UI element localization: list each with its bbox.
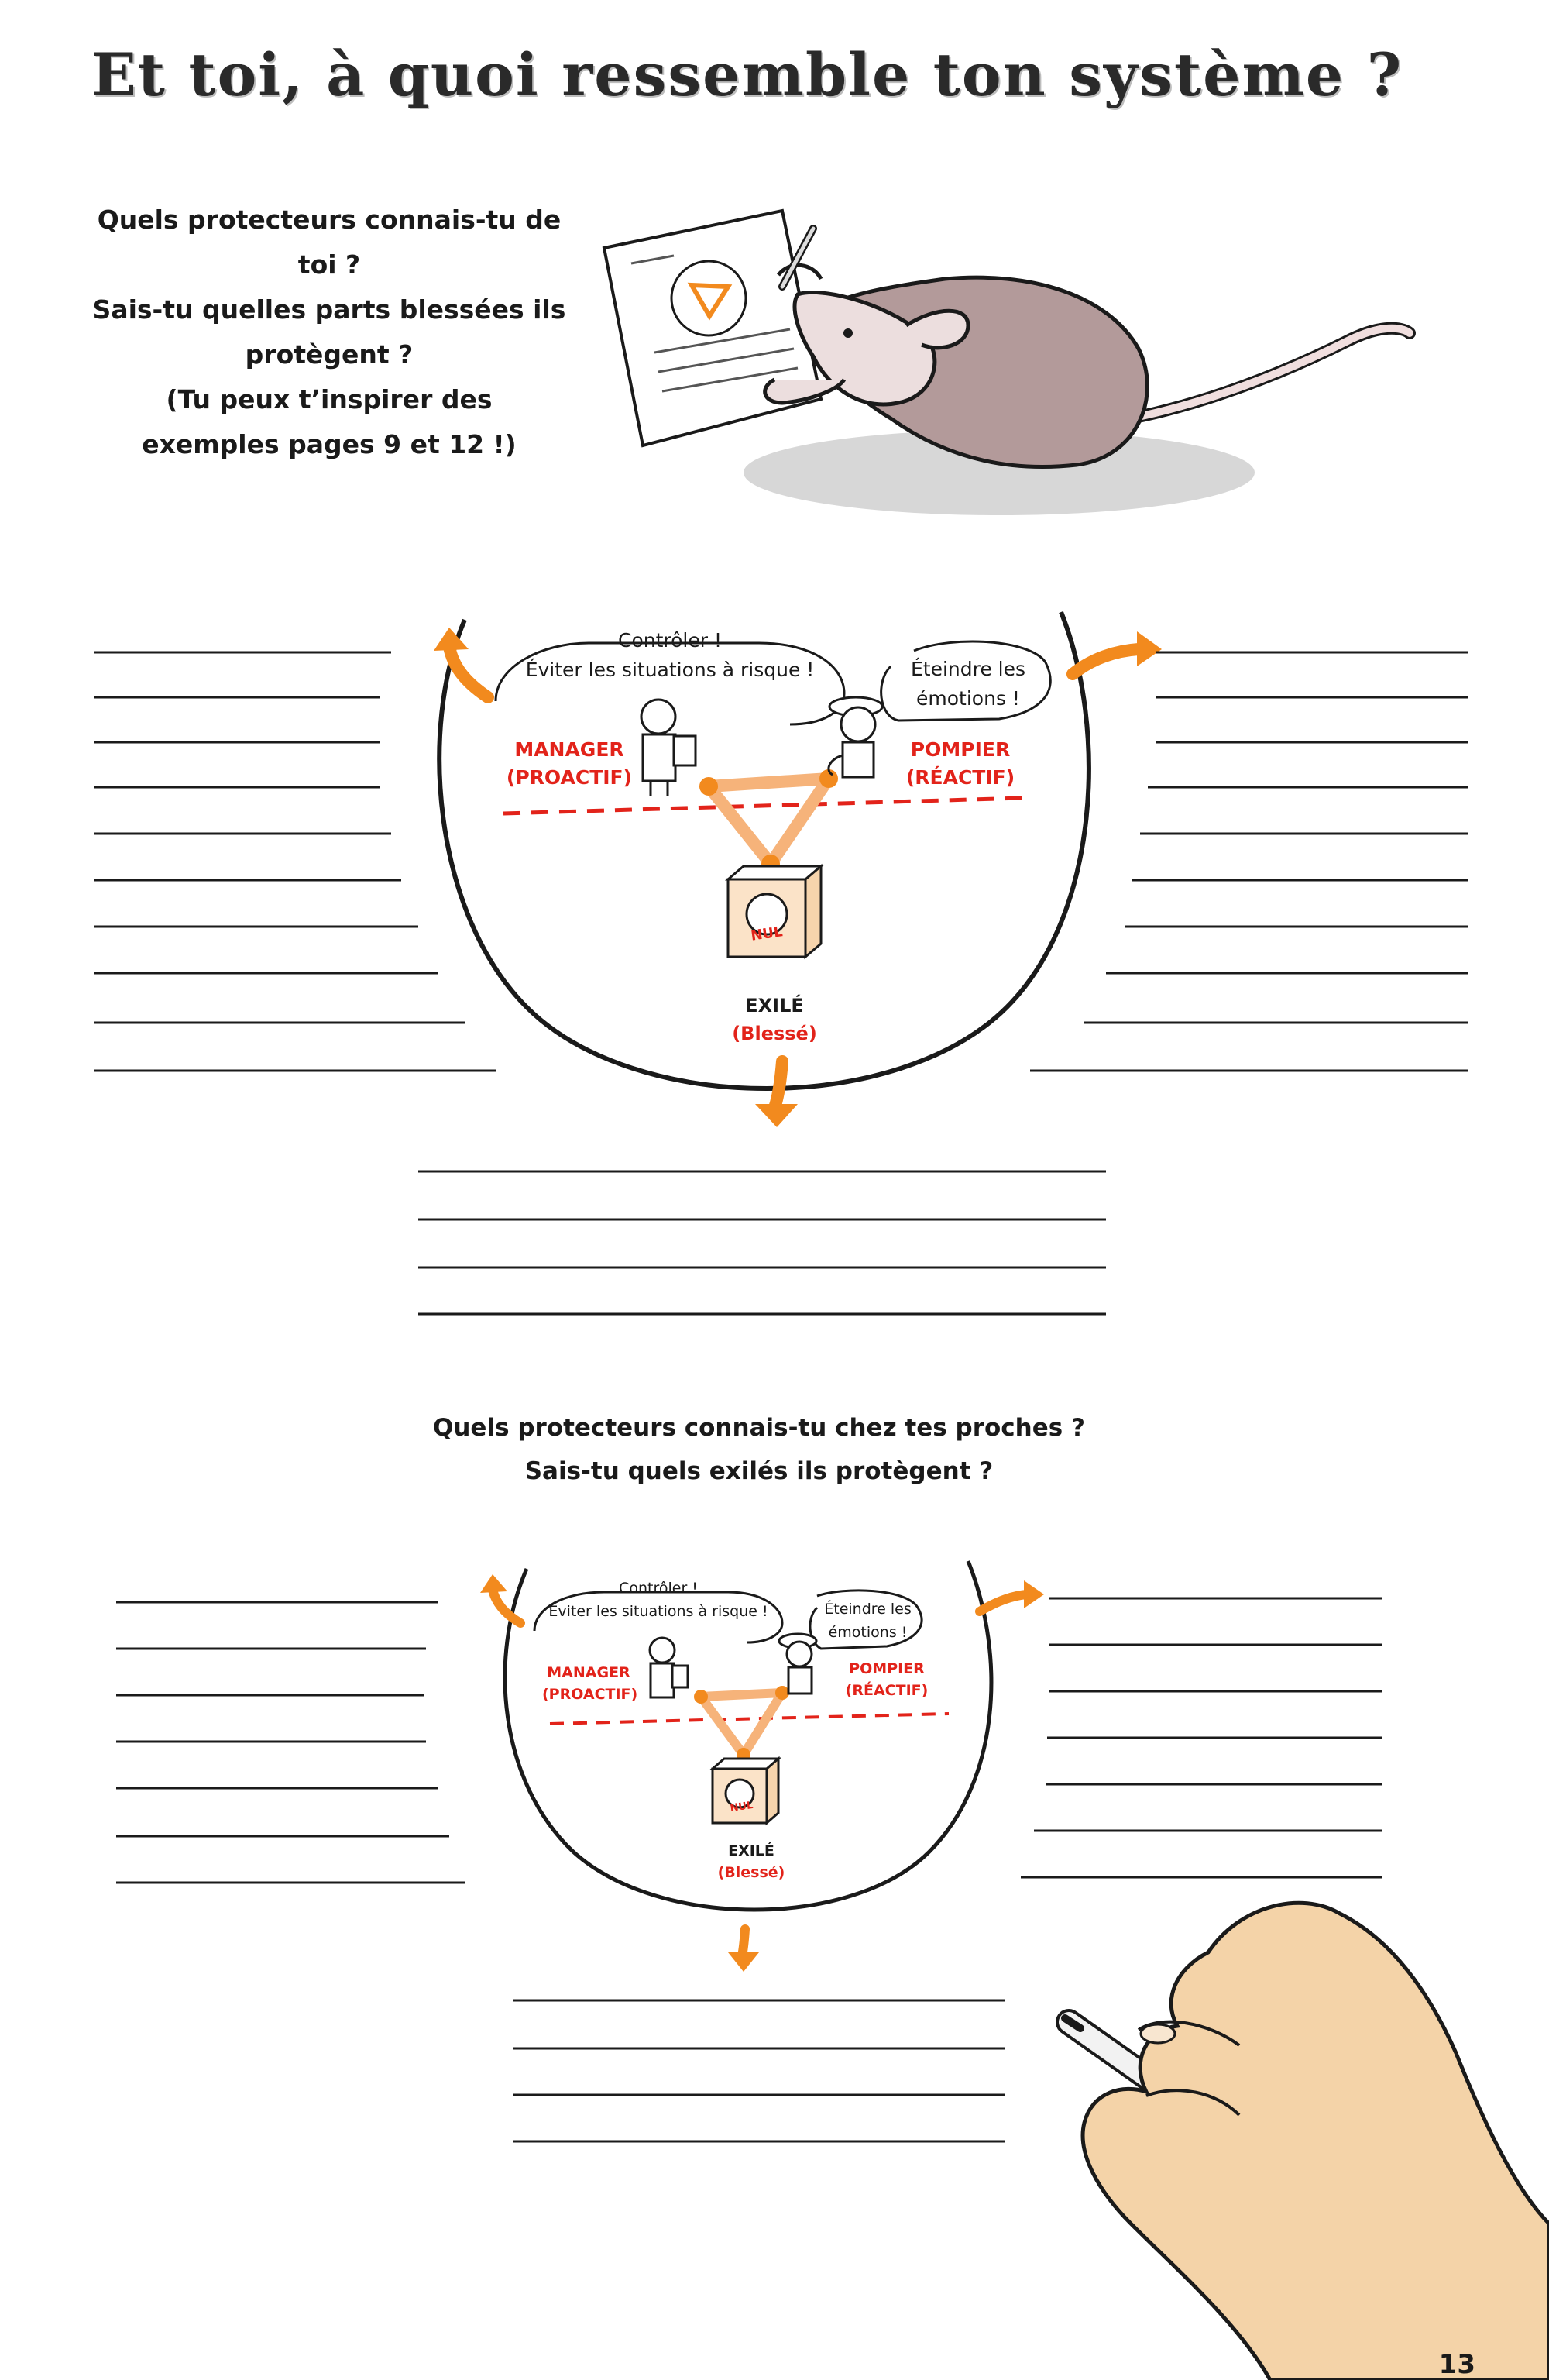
exile-box-label: NUL: [750, 923, 784, 944]
arrow-down-2: [737, 1924, 750, 1961]
writing-lines-bottom-1: [418, 1170, 1106, 1316]
intro-line: Quels protecteurs connais-tu de toi ?: [97, 205, 562, 280]
node-exile-2: [737, 1748, 750, 1762]
pompier-subtitle: (RÉACTIF): [905, 766, 1015, 789]
arrow-right-2: [975, 1590, 1031, 1616]
exile-label-2: EXILÉ (Blessé): [709, 1840, 794, 1883]
bubble-line: émotions !: [828, 1624, 908, 1641]
intro-line: (Tu peux t’inspirer des: [166, 384, 493, 414]
page-number: 13: [1438, 2349, 1475, 2380]
rat-head: [792, 291, 937, 407]
node-exile: [761, 855, 780, 873]
manager-title: MANAGER: [547, 1664, 630, 1681]
manager-subtitle: (PROACTIF): [506, 766, 633, 789]
node-pompier-2: [775, 1686, 789, 1700]
writing-lines-left-1: [94, 651, 496, 1072]
writing-lines-bottom-2: [513, 1999, 1005, 2143]
bubble-text-pompier: Éteindre les émotions !: [891, 655, 1046, 714]
intro-line: exemples pages 9 et 12 !): [142, 429, 517, 459]
exile-subtitle: (Blessé): [732, 1023, 817, 1044]
second-question: Quels protecteurs connais-tu chez tes pr…: [333, 1406, 1185, 1493]
page-title: Et toi, à quoi ressemble ton système ?: [91, 40, 1403, 109]
intro2-line: Quels protecteurs connais-tu chez tes pr…: [433, 1414, 1085, 1442]
exile-box-label-2: NUL: [729, 1800, 754, 1814]
exile-title: EXILÉ: [728, 1842, 774, 1859]
paper-sheet: [602, 208, 823, 448]
exile-label: EXILÉ (Blessé): [713, 992, 836, 1047]
system-triangle: [702, 772, 835, 870]
bubble-line: Éviter les situations à risque !: [548, 1603, 768, 1620]
bubble-line: Contrôler !: [618, 629, 722, 652]
writing-lines-right-2: [1021, 1597, 1382, 1879]
hand-with-pen-illustration: [1056, 1900, 1549, 2380]
bubble-text-manager-2: Contrôler ! Éviter les situations à risq…: [534, 1577, 782, 1623]
writing-lines-left-2: [116, 1601, 465, 1884]
rat-shadow: [744, 430, 1255, 515]
pompier-title: POMPIER: [849, 1660, 925, 1677]
pompier-subtitle: (RÉACTIF): [845, 1682, 929, 1699]
bubble-text-pompier-2: Éteindre les émotions !: [812, 1598, 924, 1644]
boundary-dashed-line-2: [549, 1712, 950, 1725]
bubble-line: Contrôler !: [619, 1580, 698, 1597]
manager-label: MANAGER (PROACTIF): [503, 736, 635, 792]
bubble-text-manager: Contrôler ! Éviter les situations à risq…: [496, 626, 844, 685]
bubble-line: Éteindre les: [910, 658, 1026, 680]
bubble-line: émotions !: [916, 687, 1020, 710]
exile-box-icon: [724, 863, 825, 960]
arrow-left-2: [488, 1585, 525, 1628]
arrow-right: [1066, 643, 1145, 680]
node-manager: [699, 777, 718, 796]
intro-line: Sais-tu quelles parts blessées ils: [92, 294, 566, 325]
system-triangle-2: [696, 1688, 787, 1759]
pompier-title: POMPIER: [910, 738, 1011, 761]
manager-figure-icon: [640, 698, 697, 796]
intro2-line: Sais-tu quels exilés ils protègent ?: [524, 1457, 994, 1485]
pompier-label: POMPIER (RÉACTIF): [898, 736, 1022, 792]
arrow-left: [443, 641, 494, 703]
manager-figure-icon-2: [648, 1636, 689, 1699]
exile-box-icon-2: [709, 1756, 782, 1826]
exile-subtitle: (Blessé): [717, 1864, 785, 1881]
bubble-line: Éviter les situations à risque !: [525, 659, 815, 681]
writing-lines-right-1: [1030, 651, 1468, 1072]
pompier-figure-icon-2: [778, 1632, 818, 1695]
intro-question: Quels protecteurs connais-tu de toi ? Sa…: [85, 198, 573, 467]
manager-title: MANAGER: [514, 738, 624, 761]
exile-title: EXILÉ: [745, 995, 804, 1016]
node-pompier: [819, 769, 838, 788]
pompier-label-2: POMPIER (RÉACTIF): [840, 1658, 933, 1701]
pompier-figure-icon: [827, 696, 884, 779]
manager-subtitle: (PROACTIF): [542, 1686, 638, 1703]
intro-line: protègent ?: [245, 339, 414, 370]
manager-label-2: MANAGER (PROACTIF): [542, 1662, 638, 1705]
arrow-down: [768, 1055, 788, 1114]
node-manager-2: [694, 1690, 708, 1704]
boundary-dashed-line: [503, 796, 1023, 816]
bubble-line: Éteindre les: [824, 1601, 912, 1618]
rat-body: [803, 275, 1149, 469]
